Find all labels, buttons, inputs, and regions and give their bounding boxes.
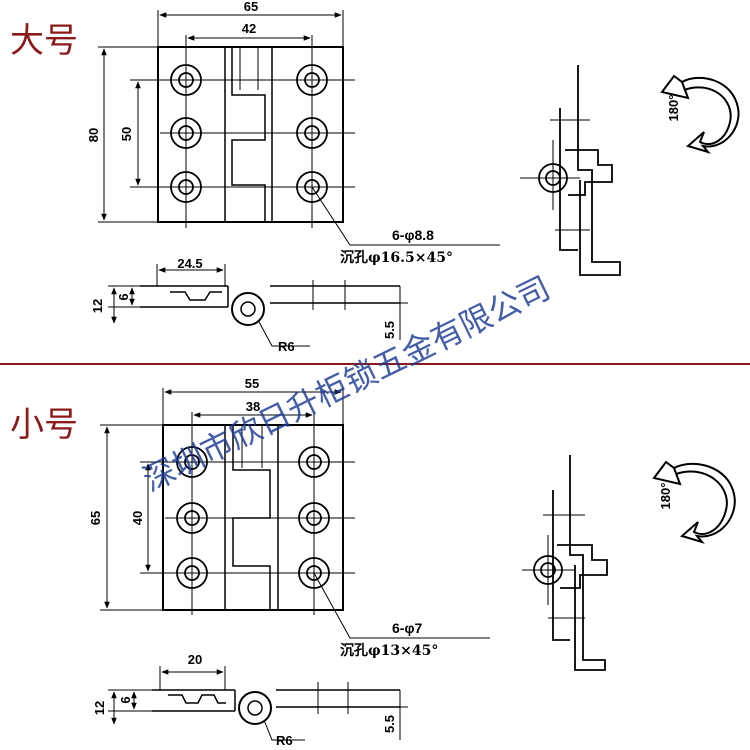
small-rotation-arrow-icon xyxy=(652,460,736,544)
large-hinge-section: 大号 xyxy=(10,0,740,354)
large-hinge-outline xyxy=(157,46,344,223)
large-thickness-total-dim: 12 xyxy=(90,299,105,313)
large-width-dim: 65 xyxy=(244,0,258,14)
large-thickness-leaf-dim: 6 xyxy=(116,293,131,300)
small-side-length-dim: 20 xyxy=(188,652,202,667)
large-offset-dim: 5.5 xyxy=(382,321,397,339)
small-hole-span-x-dim: 38 xyxy=(246,399,260,414)
small-front-view xyxy=(100,388,490,639)
large-countersink-spec: 沉孔φ16.5×45° xyxy=(340,249,453,266)
large-hole-spec: 6-φ8.8 xyxy=(392,227,434,243)
small-radius-dim: R6 xyxy=(276,733,293,748)
large-section-view xyxy=(108,264,408,347)
small-thickness-leaf-dim: 6 xyxy=(118,696,133,703)
large-size-label: 大号 xyxy=(10,21,78,61)
small-countersink-spec: 沉孔φ13×45° xyxy=(340,642,438,659)
small-size-label: 小号 xyxy=(10,405,78,445)
large-rotation-label: 180° xyxy=(666,95,681,122)
large-rotation-arrow-icon xyxy=(660,74,740,154)
small-hole-span-y-dim: 40 xyxy=(130,511,145,525)
large-hole-span-y-dim: 50 xyxy=(119,127,134,141)
small-width-dim: 55 xyxy=(245,376,259,391)
small-height-dim: 65 xyxy=(88,511,103,525)
small-hinge-section: 小号 xyxy=(10,376,736,748)
large-side-length-dim: 24.5 xyxy=(177,256,202,271)
large-front-view xyxy=(98,10,500,246)
small-thickness-total-dim: 12 xyxy=(92,701,107,715)
large-height-dim: 80 xyxy=(86,128,101,142)
small-rotation-label: 180° xyxy=(658,483,673,510)
large-hole-span-x-dim: 42 xyxy=(242,21,256,36)
small-side-profile xyxy=(522,455,608,671)
small-offset-dim: 5.5 xyxy=(382,715,397,733)
small-section-view xyxy=(108,666,408,741)
small-hole-spec: 6-φ7 xyxy=(392,620,422,636)
large-side-profile xyxy=(520,65,621,276)
large-radius-dim: R6 xyxy=(278,339,295,354)
